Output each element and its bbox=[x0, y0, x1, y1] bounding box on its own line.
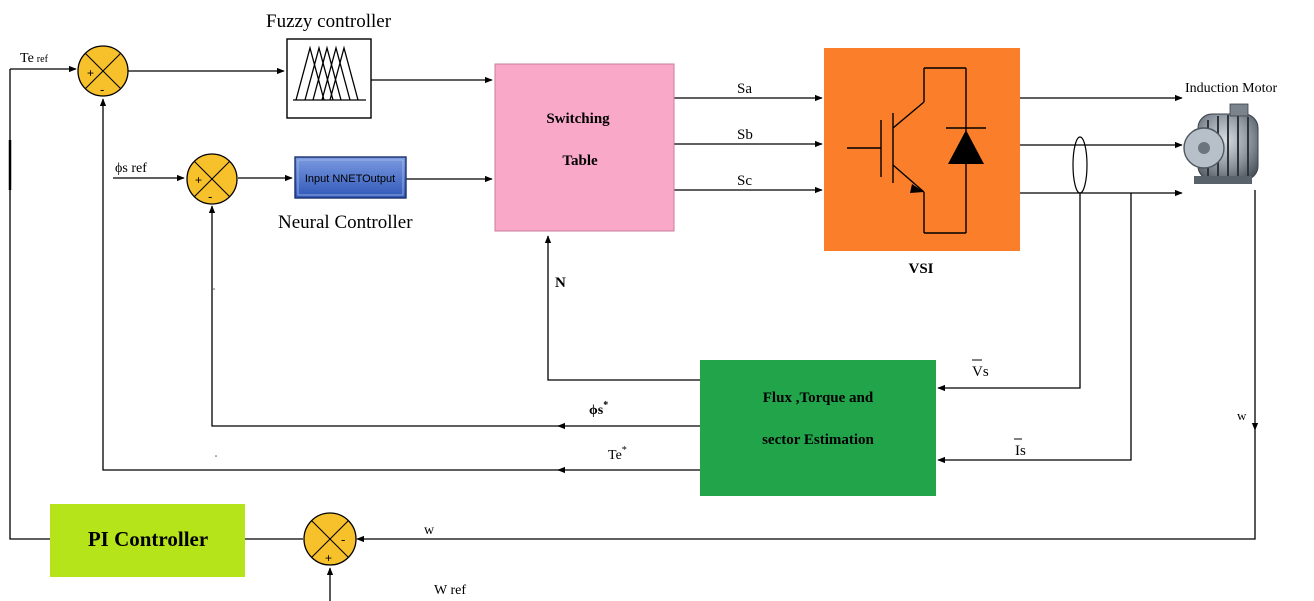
te-star-label: Te* bbox=[608, 445, 627, 463]
phis-star-label: ϕs* bbox=[589, 400, 608, 418]
estimator-label-1: Flux ,Torque and bbox=[763, 390, 874, 406]
summer-phis-plus: + bbox=[195, 173, 202, 187]
switching-table-label-2: Table bbox=[562, 153, 598, 169]
sa-label: Sa bbox=[737, 81, 752, 97]
stray-dot bbox=[215, 455, 217, 457]
fuzzy-controller-block bbox=[286, 38, 372, 119]
is-label-group: Is bbox=[1014, 438, 1026, 459]
summer-w-plus: + bbox=[325, 551, 332, 565]
pi-controller-label: PI Controller bbox=[88, 527, 208, 551]
membership-function-icon bbox=[295, 45, 325, 101]
igbt-emitter-arrow-icon bbox=[910, 184, 924, 193]
summer-w: - + bbox=[303, 512, 357, 566]
pi-controller-block bbox=[50, 504, 245, 577]
w-ref-label: W ref bbox=[434, 583, 466, 598]
w-motor-label: w bbox=[1237, 408, 1247, 423]
w-summer-label: w bbox=[424, 523, 435, 538]
diode-icon bbox=[948, 130, 984, 164]
is-label: Is bbox=[1015, 443, 1026, 459]
pi-to-te-ref-line bbox=[9, 69, 50, 540]
sc-label: Sc bbox=[737, 173, 752, 189]
vs-label-group: Vs bbox=[972, 359, 989, 380]
fuzzy-controller-label: Fuzzy controller bbox=[266, 11, 392, 32]
vsi-box bbox=[824, 48, 1020, 251]
nnet-box bbox=[294, 156, 407, 199]
phis-star-feedback-line bbox=[208, 205, 560, 427]
n-feedback-line bbox=[544, 235, 700, 381]
n-label: N bbox=[555, 275, 566, 291]
estimator-label-2: sector Estimation bbox=[762, 432, 874, 448]
neural-controller-label: Neural Controller bbox=[278, 212, 413, 233]
summer-te: + - bbox=[77, 45, 129, 97]
nnet-block: Input NNETOutput bbox=[294, 156, 407, 199]
estimator-block bbox=[700, 360, 936, 496]
vs-label: Vs bbox=[972, 364, 989, 380]
stray-dot bbox=[213, 288, 215, 290]
summer-w-minus: - bbox=[341, 532, 345, 547]
vsi-label: VSI bbox=[908, 261, 933, 277]
is-feedback-line bbox=[937, 193, 1132, 464]
fuzzy-controller-box bbox=[286, 38, 372, 119]
sb-label: Sb bbox=[737, 127, 753, 143]
vsi-block bbox=[824, 48, 1020, 251]
summer-phis-minus: - bbox=[208, 189, 212, 204]
summer-te-plus: + bbox=[87, 66, 94, 80]
te-star-feedback-line bbox=[99, 98, 560, 471]
phis-ref-label: ϕs ref bbox=[115, 161, 147, 176]
induction-motor-icon bbox=[1183, 103, 1259, 184]
summer-phis: + - bbox=[186, 153, 238, 205]
w-to-summer3-line bbox=[356, 430, 1256, 543]
vs-feedback-line bbox=[937, 193, 1081, 392]
induction-motor-label: Induction Motor bbox=[1185, 81, 1277, 96]
summer-te-minus: - bbox=[100, 82, 104, 97]
nnet-block-text: Input NNETOutput bbox=[305, 173, 395, 185]
switching-table-block bbox=[494, 63, 675, 232]
switching-table-label-1: Switching bbox=[546, 111, 610, 127]
